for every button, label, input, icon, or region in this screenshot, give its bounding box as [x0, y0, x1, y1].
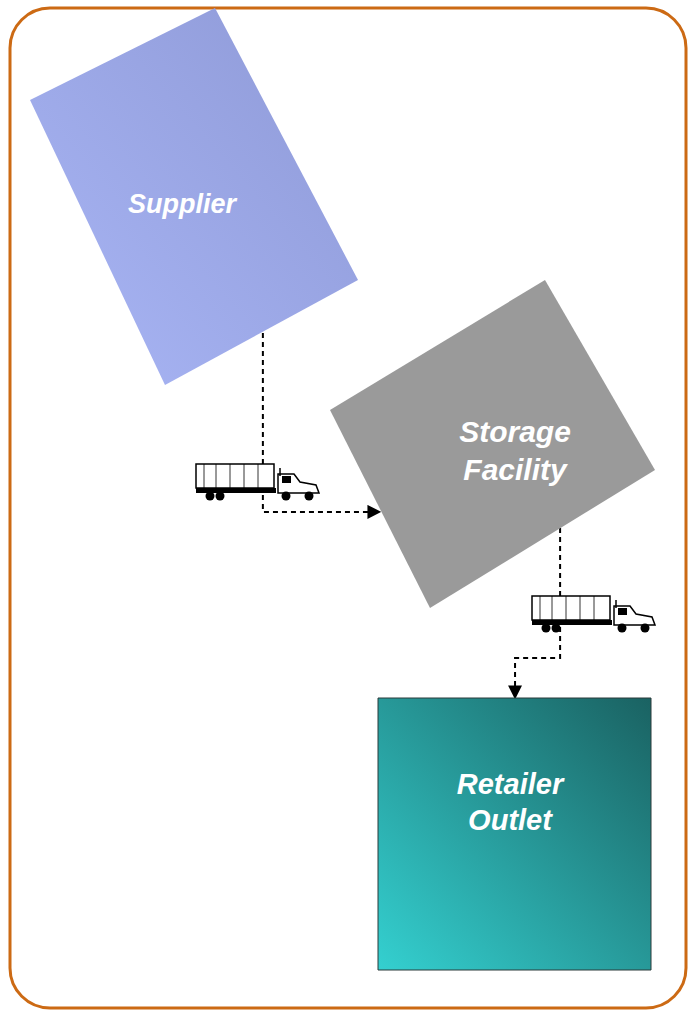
shape-fill [330, 280, 655, 608]
shape-fill [30, 8, 358, 385]
retailer-box: Retailer Outlet [378, 698, 651, 970]
supplier-box: Supplier [30, 8, 358, 385]
node-label: Supplier [128, 188, 236, 222]
node-label: Retailer Outlet [440, 766, 581, 839]
truck-icon [196, 464, 319, 501]
frame-border [10, 8, 686, 1008]
shape-fill [378, 698, 651, 970]
node-label: Storage Facility [445, 413, 585, 488]
truck-icon [532, 596, 655, 633]
storage-box: Storage Facility [330, 280, 655, 608]
